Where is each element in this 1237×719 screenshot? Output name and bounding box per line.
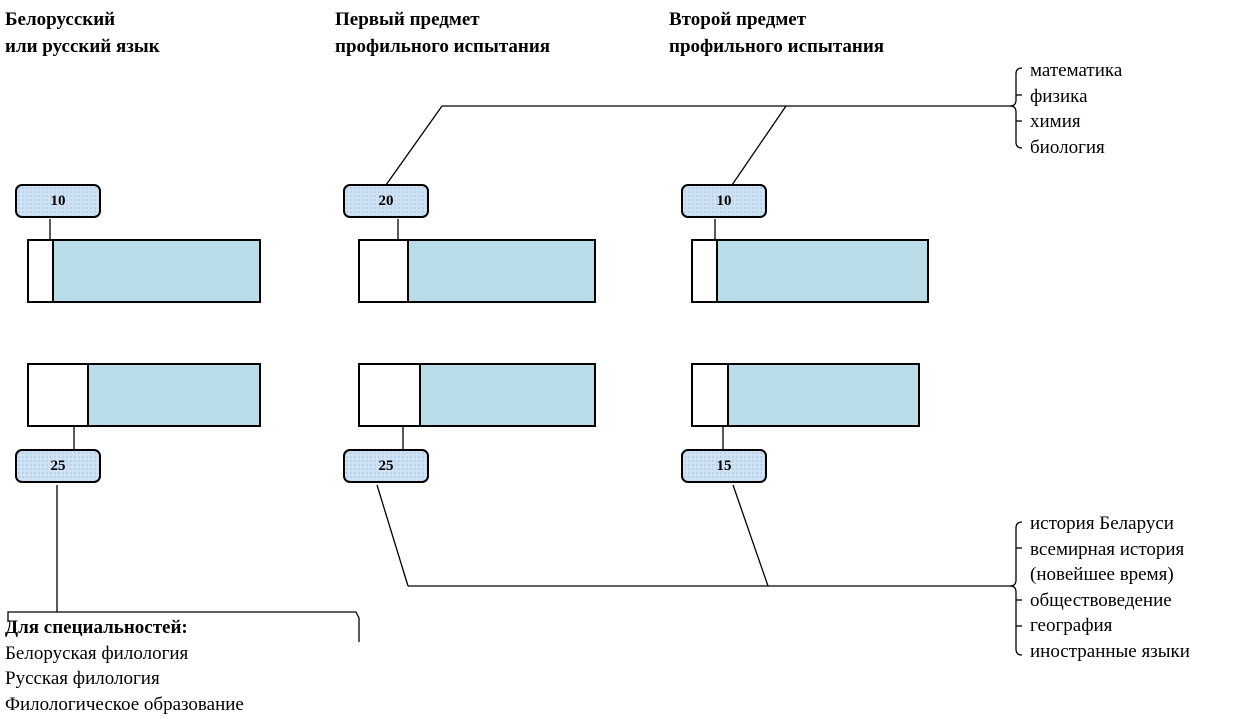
subject-item: математика (1030, 60, 1123, 81)
bottom-bar-language (27, 363, 261, 427)
specialties-bracket (7, 611, 360, 642)
bar-fill (693, 365, 729, 425)
bar-fill (360, 365, 421, 425)
heading-first-subject: Первый предмет профильного испытания (335, 6, 550, 60)
heading-line: профильного испытания (669, 36, 885, 57)
heading-line: Белорусский (5, 9, 116, 30)
bar-fill (29, 365, 89, 425)
first-group-subject-list: математика физика химия биология (1030, 58, 1122, 160)
second-group-subject-list: история Беларуси всемирная история (нове… (1030, 511, 1190, 664)
specialties-title: Для специальностей: (5, 617, 188, 638)
bottom-bar-second-subject (691, 363, 920, 427)
second-group-bracket (1009, 521, 1023, 656)
bar-fill (693, 241, 719, 301)
bar-fill (360, 241, 409, 301)
heading-line: или русский язык (5, 36, 160, 57)
bottom-bar-first-subject (358, 363, 596, 427)
connector-line (385, 105, 443, 186)
specialty-item: Русская филология (5, 668, 160, 689)
heading-language: Белорусский или русский язык (5, 6, 160, 60)
top-bar-second-subject (691, 239, 929, 303)
bottom-badge-language: 25 (15, 449, 101, 483)
bottom-badge-second-subject: 15 (681, 449, 767, 483)
heading-second-subject: Второй предмет профильного испытания (669, 6, 884, 60)
subject-item: физика (1030, 85, 1088, 107)
specialties-block: Для специальностей: Белоруская филология… (5, 615, 244, 717)
subject-item: (новейшее время) (1030, 564, 1174, 585)
first-group-bracket (1009, 67, 1023, 149)
heading-line: Первый предмет (335, 9, 480, 30)
bottom-badge-first-subject: 25 (343, 449, 429, 483)
bar-fill (29, 241, 54, 301)
connector-line (376, 484, 409, 587)
specialty-item: Филологическое образование (5, 693, 244, 715)
connector-line (732, 484, 769, 587)
subject-item: биология (1030, 136, 1105, 158)
top-bar-first-subject (358, 239, 596, 303)
subject-item: география (1030, 615, 1113, 636)
subject-item: обществоведение (1030, 589, 1172, 611)
specialty-item: Белоруская филология (5, 642, 189, 664)
heading-line: Второй предмет (669, 9, 807, 30)
top-badge-first-subject: 20 (343, 184, 429, 218)
subject-item: история Беларуси (1030, 513, 1174, 534)
top-badge-language: 10 (15, 184, 101, 218)
subject-item: всемирная история (1030, 538, 1185, 560)
top-badge-second-subject: 10 (681, 184, 767, 218)
connector-line (731, 105, 787, 186)
subject-item: химия (1030, 111, 1081, 132)
subject-item: иностранные языки (1030, 640, 1190, 662)
top-bar-language (27, 239, 261, 303)
heading-line: профильного испытания (335, 36, 551, 57)
